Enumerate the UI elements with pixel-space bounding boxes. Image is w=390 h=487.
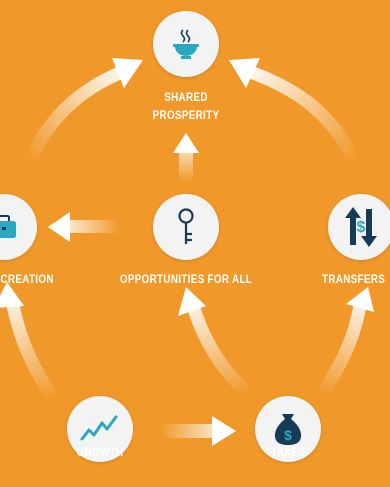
- key-icon: [178, 208, 194, 244]
- label-shared-prosperity-line2: PROSPERITY: [152, 108, 220, 122]
- svg-text:$: $: [357, 219, 366, 236]
- label-transfers: TRANSFERS: [322, 272, 386, 286]
- label-growth: GROWTH: [76, 445, 124, 459]
- arrow-transfers-to-prosperity: [229, 58, 362, 168]
- transfer-arrows-icon: $: [345, 207, 377, 247]
- arrow-opportunities-to-job: [48, 212, 120, 242]
- node-opportunities: [153, 194, 219, 260]
- node-growth: [67, 396, 133, 462]
- label-shared-prosperity-line1: SHARED: [164, 90, 208, 104]
- node-shared-prosperity: [153, 11, 219, 77]
- label-taxes: TAXES: [271, 445, 305, 459]
- arrow-opportunities-to-prosperity: [173, 133, 199, 184]
- label-job-creation: JOB CREATION: [0, 272, 54, 286]
- arrow-taxes-to-opportunities: [178, 287, 252, 397]
- arrow-growth-to-taxes: [163, 416, 236, 446]
- label-shared-prosperity: SHARED PROSPERITY: [136, 88, 236, 124]
- arrow-job-to-prosperity: [23, 58, 143, 165]
- bowl-icon: [173, 29, 199, 59]
- node-transfers: $: [328, 194, 390, 260]
- svg-text:$: $: [284, 427, 292, 443]
- briefcase-icon: [0, 215, 16, 238]
- money-bag-icon: $: [274, 414, 302, 445]
- label-opportunities: OPPORTUNITIES FOR ALL: [119, 272, 253, 286]
- arrow-growth-to-job: [0, 282, 61, 404]
- node-taxes: $: [255, 396, 321, 462]
- growth-line-icon: [80, 415, 118, 441]
- arrow-taxes-to-transfers: [317, 287, 374, 396]
